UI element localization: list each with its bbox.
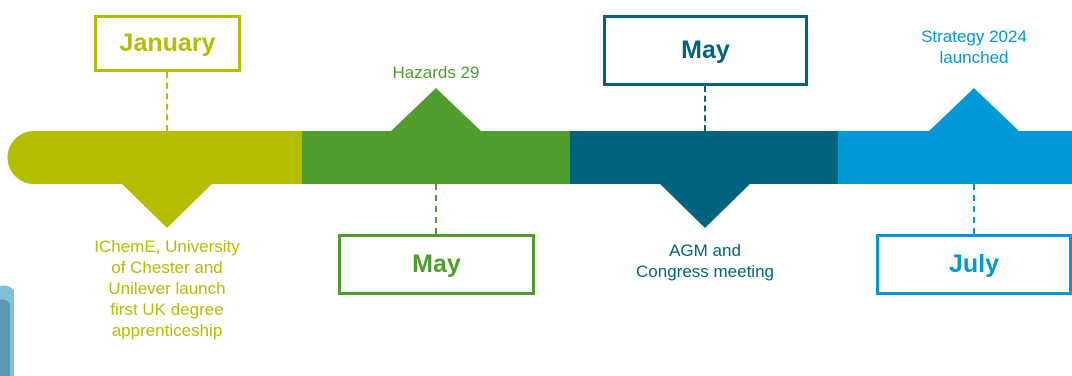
connector-july [973, 184, 975, 234]
month-box-july: July [876, 234, 1072, 295]
caption-line: Congress meeting [636, 262, 774, 281]
timeline-segment-teal [570, 131, 838, 184]
caption-strategy: Strategy 2024 launched [872, 26, 1072, 68]
connector-january [166, 72, 168, 131]
caption-line: Unilever launch [108, 279, 226, 298]
month-box-may-green: May [338, 234, 535, 295]
caption-january: IChemE, University of Chester and Unilev… [57, 236, 277, 341]
pointer-down-agm [660, 184, 750, 228]
caption-hazards: Hazards 29 [336, 62, 536, 83]
caption-agm: AGM and Congress meeting [595, 240, 815, 282]
pointer-down-january [122, 184, 212, 228]
connector-may-teal [704, 86, 706, 131]
caption-line: of Chester and [111, 258, 223, 277]
month-box-january: January [94, 15, 241, 72]
caption-line: apprenticeship [111, 321, 223, 340]
caption-line: first UK degree [110, 300, 224, 319]
connector-may-green [435, 184, 437, 234]
month-box-may-teal: May [603, 15, 808, 86]
caption-line: launched [939, 48, 1009, 67]
pointer-up-hazards [391, 88, 481, 131]
timeline-segment-blue [838, 131, 1072, 184]
pointer-up-strategy [929, 88, 1019, 131]
timeline-segment-green [302, 131, 570, 184]
caption-line: AGM and [669, 241, 741, 260]
caption-line: Hazards 29 [392, 63, 480, 82]
caption-line: Strategy 2024 [921, 27, 1027, 46]
timeline-segment-lime [7, 131, 302, 184]
caption-line: IChemE, University [94, 237, 240, 256]
